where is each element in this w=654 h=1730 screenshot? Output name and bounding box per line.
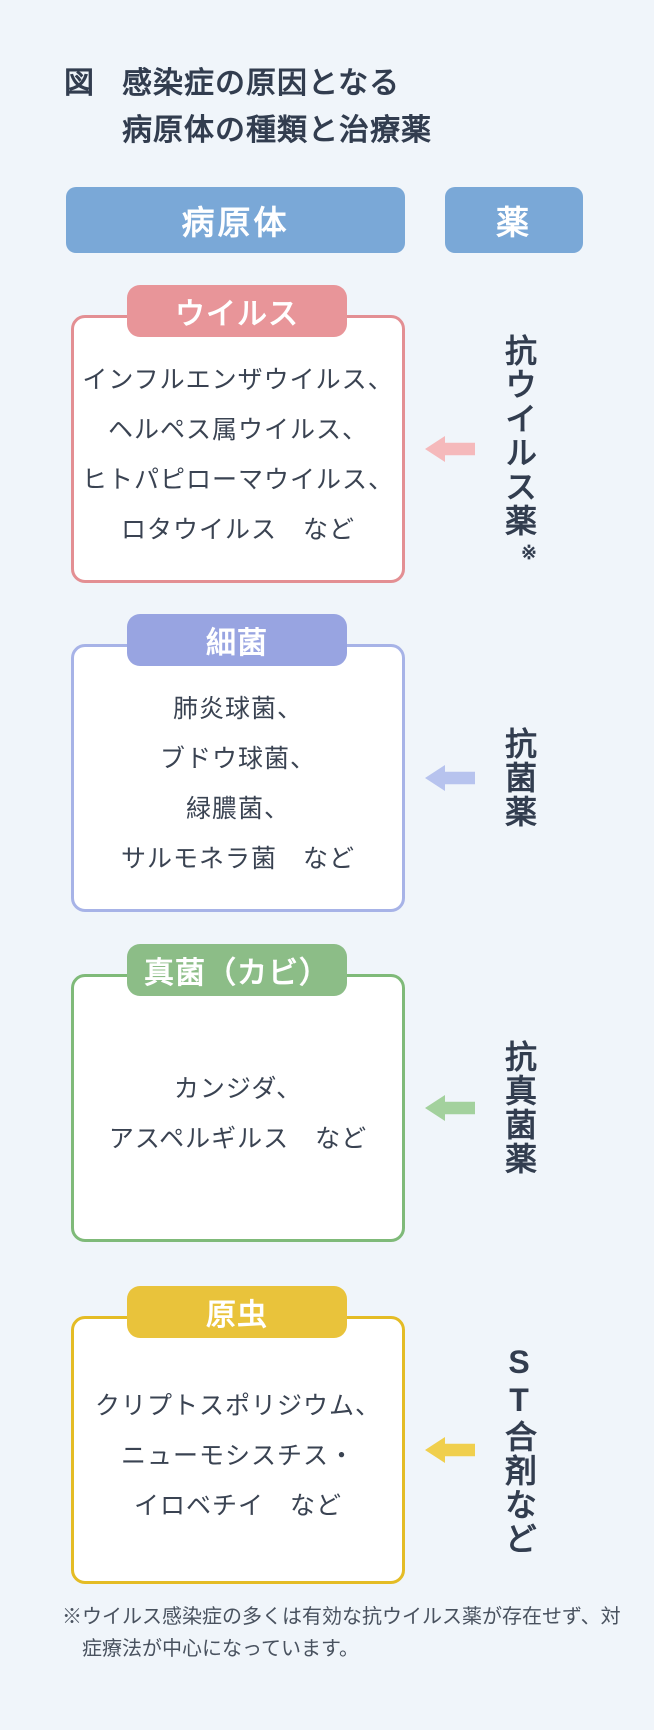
example-line: 肺炎球菌、 [172,695,303,723]
left-arrow-icon [425,1095,475,1121]
figure-title-line1: 感染症の原因となる [122,67,401,100]
example-line: イロベチイ など [133,1492,342,1520]
drug-label-antifungal: 抗真菌薬 [496,1040,542,1176]
drug-label-st-combination: ST合剤など [496,1344,542,1556]
group-virus: ウイルス インフルエンザウイルス、 ヘルペス属ウイルス、 ヒトパピローマウイルス… [0,285,654,585]
left-arrow-icon [425,765,475,791]
group-fungus-box: カンジダ、 アスペルギルス など [71,974,405,1242]
example-line: アスペルギルス など [108,1125,368,1153]
group-protozoa: 原虫 クリプトスポリジウム、 ニューモシスチス・ イロベチイ など ST合剤など [0,1286,654,1586]
drug-label-text: 抗真菌薬 [501,1040,537,1176]
group-protozoa-box: クリプトスポリジウム、 ニューモシスチス・ イロベチイ など [71,1316,405,1584]
left-arrow-icon [425,436,475,462]
figure-title: 図 感染症の原因となる 病原体の種類と治療薬 [64,60,432,154]
figure-title-line2: 病原体の種類と治療薬 [122,114,432,147]
column-header-pathogen: 病原体 [66,187,405,253]
group-fungus-label: 真菌（カビ） [127,944,347,996]
column-header-drug: 薬 [445,187,583,253]
footnote: ※ウイルス感染症の多くは有効な抗ウイルス薬が存在せず、対症療法が中心になっていま… [62,1606,621,1661]
drug-label-antibacterial: 抗菌薬 [496,727,542,829]
group-virus-box: インフルエンザウイルス、 ヘルペス属ウイルス、 ヒトパピローマウイルス、 ロタウ… [71,315,405,583]
group-bacteria-box: 肺炎球菌、 ブドウ球菌、 緑膿菌、 サルモネラ菌 など [71,644,405,912]
example-line: ヘルペス属ウイルス、 [107,416,368,444]
example-line: カンジダ、 [173,1075,303,1103]
group-protozoa-label: 原虫 [127,1286,347,1338]
figure-title-text: 感染症の原因となる 病原体の種類と治療薬 [122,60,432,154]
example-line: サルモネラ菌 など [120,845,355,873]
figure-title-tag: 図 [64,67,95,100]
group-bacteria-label: 細菌 [127,614,347,666]
example-line: ロタウイルス など [120,516,355,544]
drug-label-text: ST合剤など [501,1344,537,1556]
group-fungus: 真菌（カビ） カンジダ、 アスペルギルス など 抗真菌薬 [0,944,654,1244]
drug-label-antiviral: 抗ウイルス薬 ※ [496,334,542,564]
left-arrow-icon [425,1437,475,1463]
example-line: クリプトスポリジウム、 [94,1392,381,1420]
group-virus-label: ウイルス [127,285,347,337]
footnote-reference-mark: ※ [518,542,539,564]
group-bacteria: 細菌 肺炎球菌、 ブドウ球菌、 緑膿菌、 サルモネラ菌 など 抗菌薬 [0,614,654,914]
example-line: ヒトパピローマウイルス、 [81,466,394,494]
drug-label-text: 抗ウイルス薬 [501,334,537,538]
example-line: ニューモシスチス・ [120,1442,355,1470]
drug-label-text: 抗菌薬 [501,727,537,829]
example-line: インフルエンザウイルス、 [82,366,394,394]
example-line: ブドウ球菌、 [159,745,316,773]
example-line: 緑膿菌、 [185,795,290,823]
